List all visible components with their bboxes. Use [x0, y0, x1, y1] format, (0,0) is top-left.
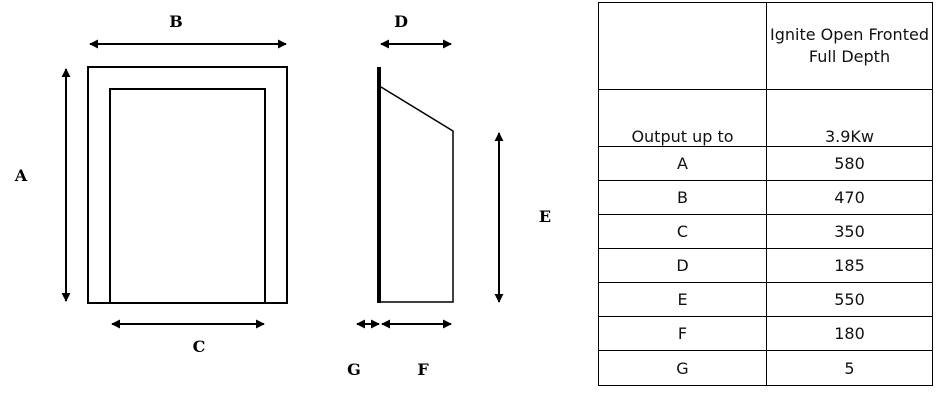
dimension-value: 5: [766, 350, 933, 386]
dimension-value: 180: [766, 316, 933, 351]
dimension-letter: B: [598, 180, 767, 215]
dimension-letter: A: [598, 146, 767, 181]
label-g: G: [347, 360, 361, 379]
dimension-value: 580: [766, 146, 933, 181]
table-header-row: Ignite Open Fronted Full Depth: [598, 2, 933, 90]
dimension-diagram: B A C D E G F: [14, 12, 551, 379]
side-view: [377, 67, 454, 303]
table-row: A 580: [598, 146, 933, 181]
dimension-letter: C: [598, 214, 767, 249]
table-row: E 550: [598, 282, 933, 317]
table-row: D 185: [598, 248, 933, 283]
dimension-value: 350: [766, 214, 933, 249]
label-a: A: [14, 166, 28, 185]
front-view: [87, 66, 288, 304]
table-row: G 5: [598, 350, 933, 386]
dimension-letter: G: [598, 350, 767, 386]
front-outer-frame: [87, 66, 288, 304]
front-inner-opening: [109, 88, 266, 303]
label-f: F: [417, 360, 429, 379]
dimension-value: 185: [766, 248, 933, 283]
model-name-header: Ignite Open Fronted Full Depth: [766, 2, 933, 90]
dimension-value: 550: [766, 282, 933, 317]
output-row: Output up to 3.9Kw: [598, 89, 933, 147]
dimension-letter: E: [598, 282, 767, 317]
side-body-outline: [380, 86, 454, 303]
table-row: F 180: [598, 316, 933, 351]
label-d: D: [394, 12, 408, 31]
output-value: 3.9Kw: [766, 89, 933, 147]
header-left-cell: [598, 2, 767, 90]
output-label: Output up to: [598, 89, 767, 147]
label-b: B: [169, 12, 183, 31]
dimensions-table: Ignite Open Fronted Full Depth Output up…: [598, 2, 933, 386]
table-row: B 470: [598, 180, 933, 215]
table-row: C 350: [598, 214, 933, 249]
label-e: E: [539, 207, 551, 226]
dimension-letter: D: [598, 248, 767, 283]
label-c: C: [193, 337, 206, 356]
dimension-letter: F: [598, 316, 767, 351]
dimension-value: 470: [766, 180, 933, 215]
